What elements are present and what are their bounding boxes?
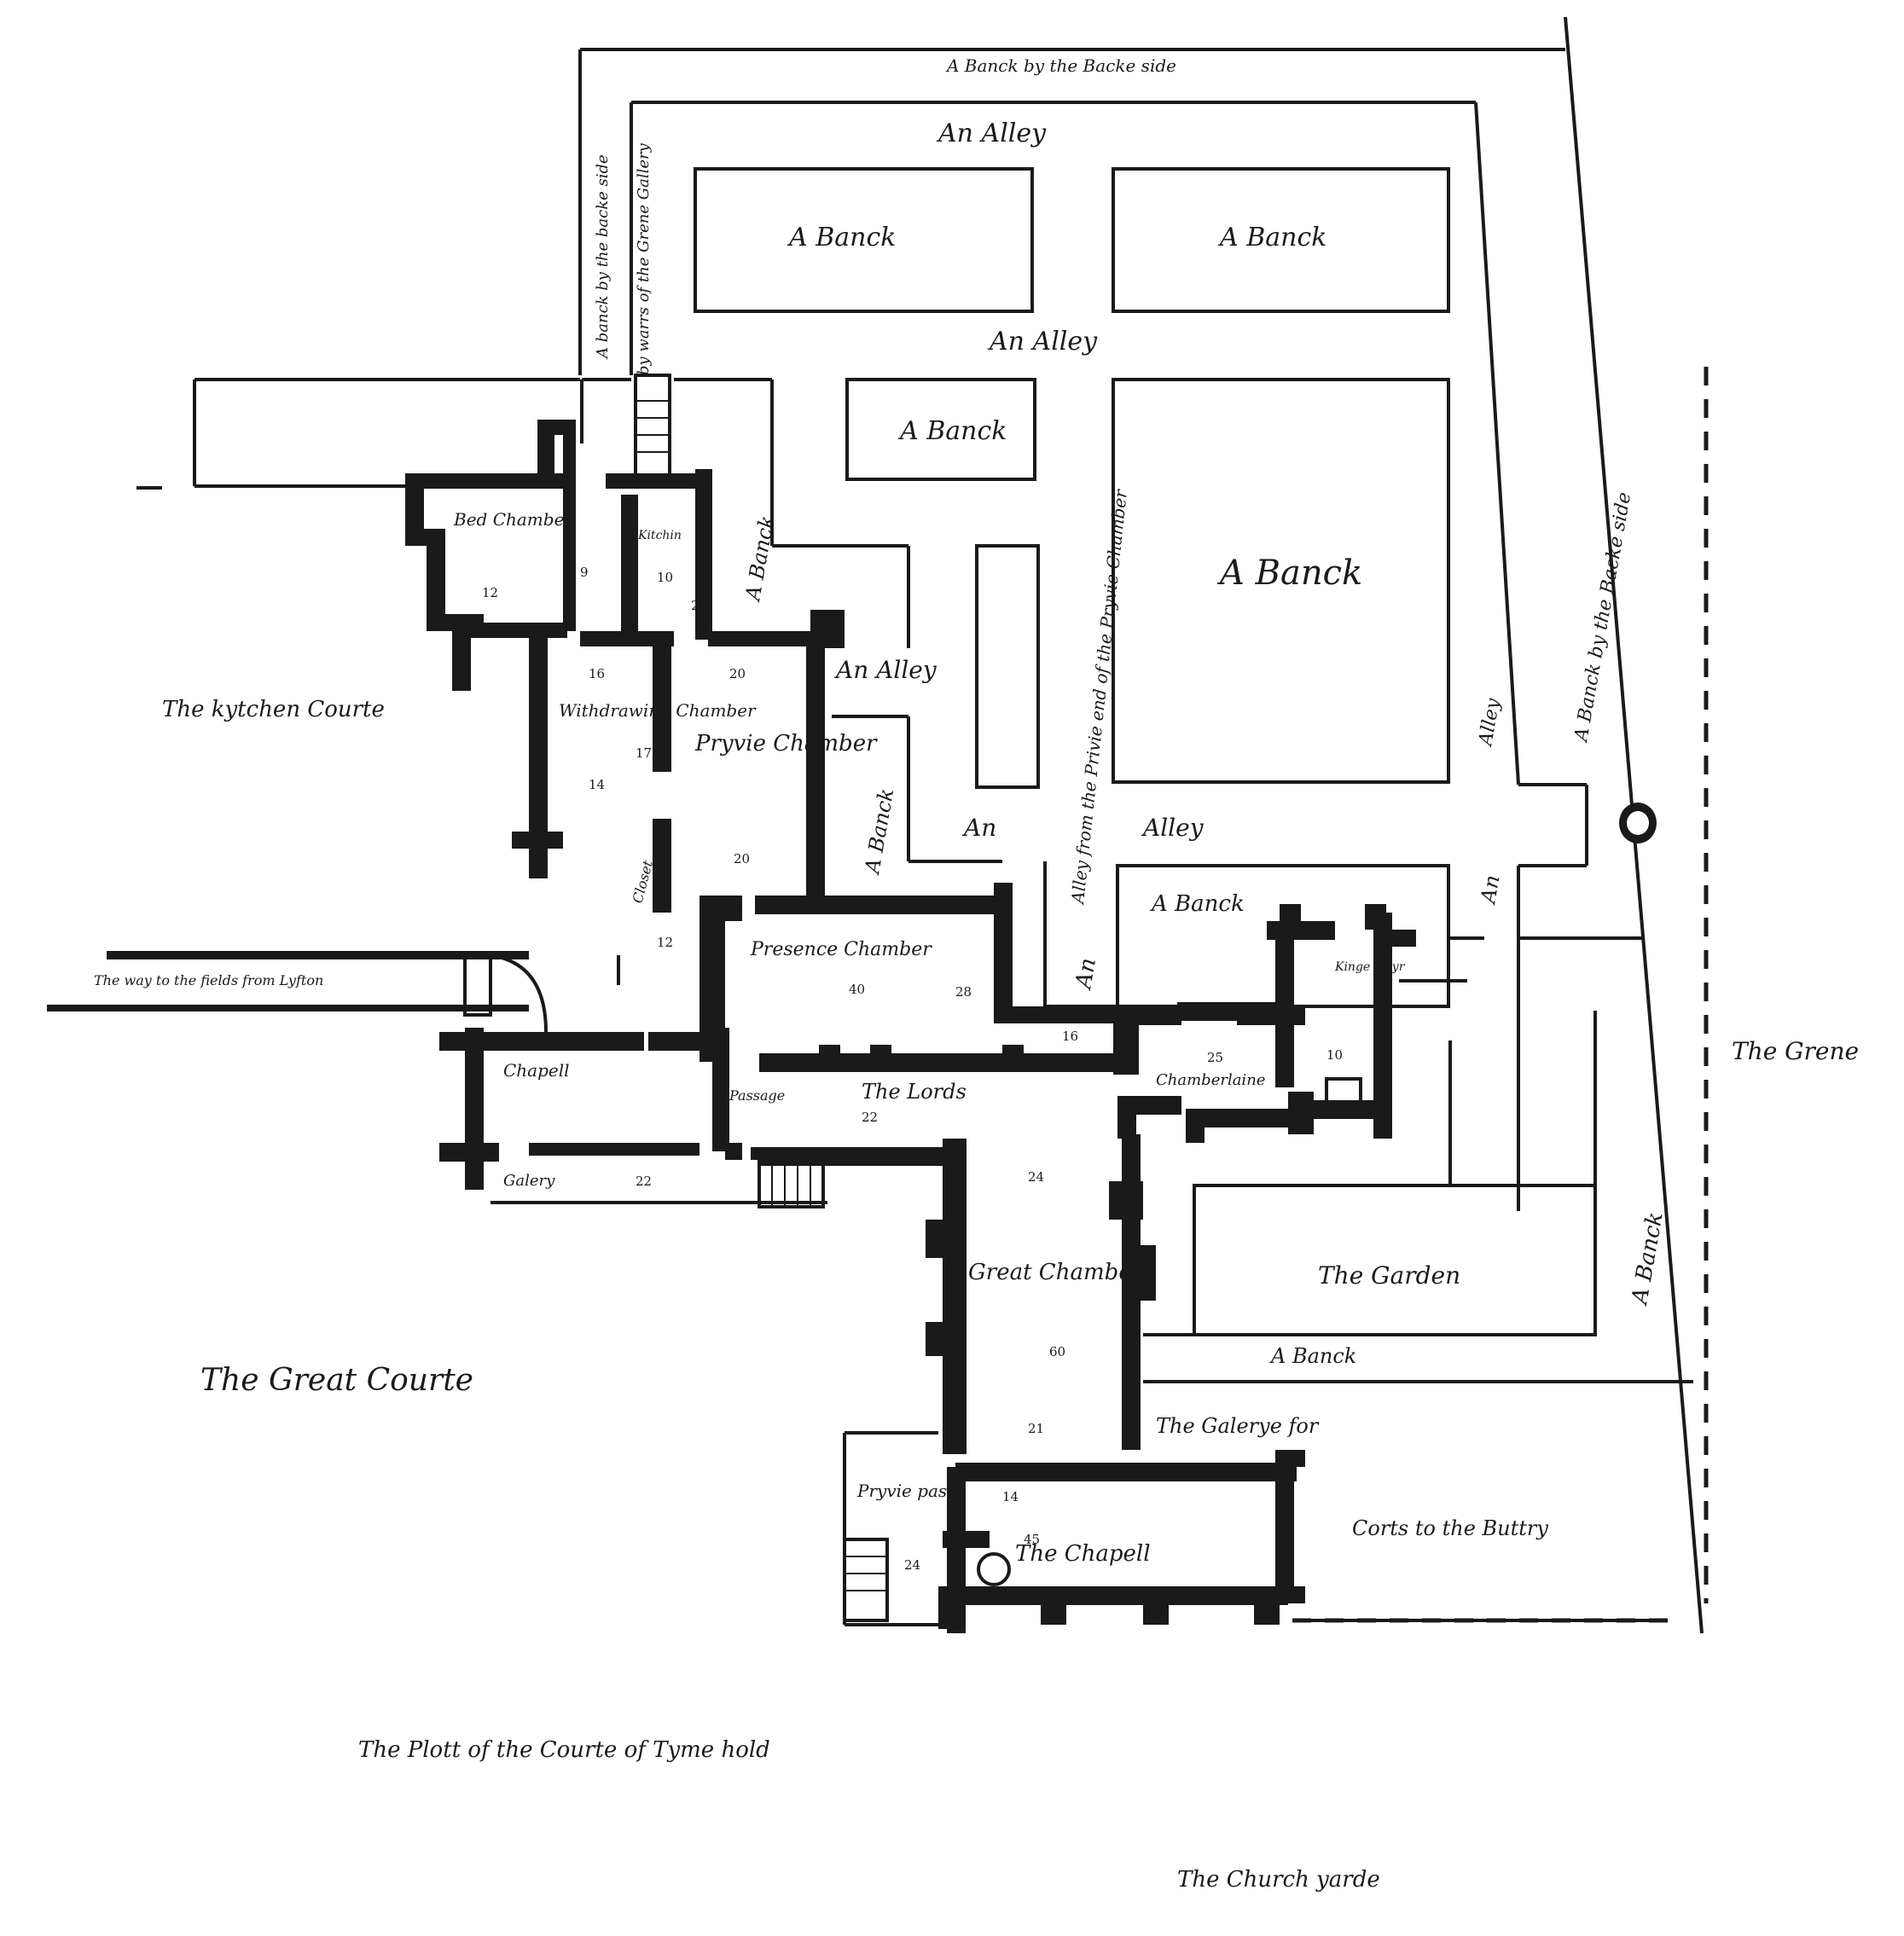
room-number: 24 xyxy=(1028,1169,1044,1185)
label-bank-3: A Banck xyxy=(897,416,1007,446)
label-bank-1: A Banck xyxy=(787,223,896,252)
label-bakehouse: Corts to the Buttry xyxy=(1352,1516,1548,1540)
label-bank-5: A Banck xyxy=(1269,1344,1356,1368)
label-bank-backside-right: A Banck by the Backe side xyxy=(1570,490,1635,745)
room-number: 11 xyxy=(1280,1063,1296,1078)
room-gallery-bottom: Galery xyxy=(503,1172,555,1190)
room-number: 17 xyxy=(636,745,652,761)
label-bank-vertical-left-2: by warrs of the Grene Gallery xyxy=(635,142,653,375)
room-privy: Pryvie Chamber xyxy=(694,731,878,756)
label-alley-2: Alley xyxy=(1141,814,1205,842)
room-chamberlain: Chamberlaine xyxy=(1156,1071,1265,1089)
label-bank-backside-top: A Banck by the Backe side xyxy=(945,55,1176,76)
room-number: 40 xyxy=(849,982,865,997)
room-privy-pass: Pryvie pass xyxy=(856,1481,955,1501)
label-an-vertical: An xyxy=(1071,956,1101,992)
label-great-court: The Great Courte xyxy=(200,1363,473,1398)
room-number: 22 xyxy=(636,1174,652,1189)
room-number: 14 xyxy=(589,777,605,792)
label-alley-long: Alley from the Privie end of the Pryvie … xyxy=(1067,488,1131,907)
room-great-chamber: Great Chamber xyxy=(968,1260,1144,1285)
room-number: 45 xyxy=(1024,1532,1040,1547)
room-number: 14 xyxy=(1002,1489,1019,1504)
label-bank-vertical-left: A banck by the backe side xyxy=(594,154,612,360)
room-number: 9 xyxy=(580,565,589,580)
room-number: 16 xyxy=(589,666,605,681)
room-chapel-lower: The Chapell xyxy=(1015,1541,1151,1567)
label-garden: The Garden xyxy=(1318,1261,1460,1290)
room-bedchamber: Bed Chamber xyxy=(453,509,573,530)
room-withdrawing: Withdrawing Chamber xyxy=(559,700,757,721)
label-kitchen-court: The kytchen Courte xyxy=(162,697,385,722)
label-bank-near-chamber: A Banck xyxy=(740,513,779,604)
room-number: 20 xyxy=(729,666,746,681)
label-alley-right: An Alley xyxy=(833,656,937,684)
room-number: 24 xyxy=(904,1557,920,1573)
stairs xyxy=(463,374,1362,1622)
label-alley-middle: An Alley xyxy=(987,327,1098,356)
label-bank-4: A Banck xyxy=(1150,891,1245,917)
label-churchyard: The Church yarde xyxy=(1177,1867,1380,1893)
label-alley-far-right: Alley xyxy=(1475,697,1505,749)
label-bank-2: A Banck xyxy=(1217,223,1326,252)
building-walls xyxy=(405,420,1416,1633)
room-number: 22 xyxy=(862,1110,878,1125)
label-small-1: Kinge stayr xyxy=(1334,960,1406,974)
label-an-far-right: An xyxy=(1476,873,1505,907)
room-number: 20 xyxy=(734,851,750,867)
label-alley-top: An Alley xyxy=(936,119,1047,148)
room-presence: Presence Chamber xyxy=(750,939,932,960)
room-closet: Closet xyxy=(630,858,657,905)
room-passage-lower: Passage xyxy=(729,1087,785,1104)
room-chapel-left: Chapell xyxy=(503,1060,570,1081)
room-numbers: 12 9 10 20 16 20 17 14 20 12 40 28 16 22… xyxy=(482,565,1343,1573)
room-number: 12 xyxy=(657,935,673,950)
label-galerye: The Galerye for xyxy=(1156,1414,1320,1438)
label-bank-large: A Banck xyxy=(1216,554,1362,593)
room-number: 28 xyxy=(955,984,972,1000)
room-number: 10 xyxy=(657,570,673,585)
room-number: 60 xyxy=(1049,1344,1065,1359)
room-number: 12 xyxy=(482,585,498,600)
tree-icon xyxy=(1619,803,1657,843)
room-number: 21 xyxy=(1028,1421,1044,1436)
room-lords: The Lords xyxy=(862,1080,967,1104)
court-lines xyxy=(47,378,955,1626)
room-number: 10 xyxy=(1326,1047,1343,1063)
label-green: The Grene xyxy=(1732,1037,1859,1065)
room-number: 20 xyxy=(691,598,707,613)
label-an-1: An xyxy=(961,814,996,842)
label-bank-vertical-chamber: A Banck xyxy=(860,786,898,877)
label-note-bottom: The Plott of the Courte of Tyme hold xyxy=(358,1737,770,1763)
label-small-2: Kitchin xyxy=(637,529,682,542)
label-way-fields: The way to the fields from Lyfton xyxy=(94,972,323,988)
room-number: 25 xyxy=(1207,1050,1223,1065)
label-bank-right-lower: A Banck xyxy=(1627,1210,1669,1307)
plan-labels: A Banck by the Backe side An Alley A Ban… xyxy=(94,55,1859,1893)
room-number: 16 xyxy=(1062,1029,1078,1044)
